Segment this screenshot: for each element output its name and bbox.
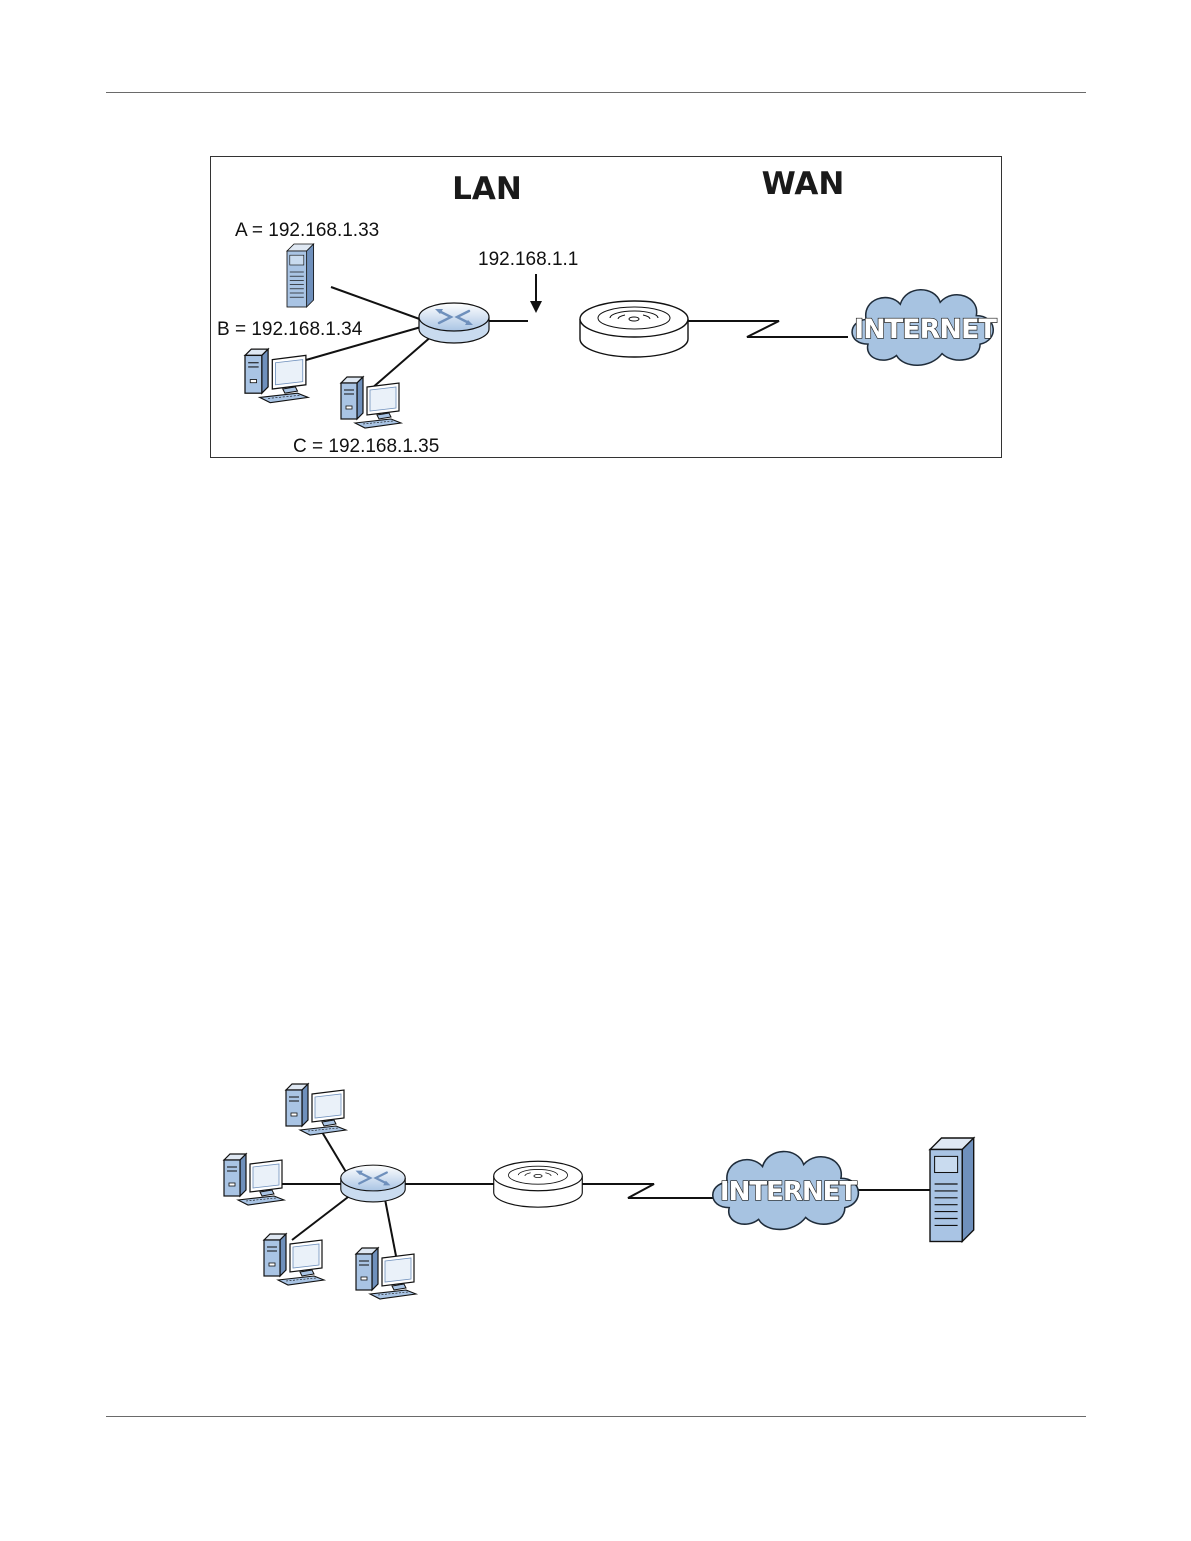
gateway-arrow-icon	[530, 274, 542, 313]
footer-rule	[106, 1416, 1086, 1417]
link-top-pc	[321, 1131, 347, 1173]
internet-label: INTERNET	[854, 314, 997, 345]
lan-links	[280, 1131, 930, 1257]
computer-c-icon	[340, 376, 402, 429]
gateway-ip-label: 192.168.1.1	[478, 249, 578, 270]
lan-links	[298, 286, 528, 390]
header-rule	[106, 92, 1086, 93]
wan-link	[582, 1183, 713, 1199]
internet-label: INTERNET	[720, 1177, 857, 1207]
link-bottom-right-pc	[383, 1193, 397, 1257]
computer-top-icon	[285, 1083, 347, 1136]
link-bottom-left-pc	[291, 1193, 353, 1241]
computer-left-icon	[223, 1153, 285, 1206]
link-b-switch	[298, 326, 422, 363]
computer-bottom-left-icon	[263, 1233, 325, 1286]
internet-server-icon	[929, 1137, 975, 1243]
host-a-label: A = 192.168.1.33	[235, 220, 379, 241]
wan-label: WAN	[762, 166, 845, 202]
internet-cloud-icon: INTERNET	[711, 1150, 860, 1231]
link-a-switch	[330, 286, 426, 322]
access-point-icon	[579, 300, 689, 358]
access-point-icon	[493, 1160, 583, 1208]
lan-label: LAN	[452, 171, 522, 207]
computer-bottom-right-icon	[355, 1247, 417, 1300]
wan-link	[639, 320, 848, 338]
network-topology-diagram: INTERNET	[210, 1070, 1010, 1320]
switch-icon	[339, 1164, 407, 1204]
switch-icon	[417, 301, 491, 345]
link-c-switch	[370, 334, 434, 390]
server-a-icon	[286, 243, 315, 308]
internet-cloud-icon: INTERNET	[851, 288, 999, 367]
host-b-label: B = 192.168.1.34	[217, 319, 363, 340]
host-c-label: C = 192.168.1.35	[293, 436, 439, 457]
lan-wan-addressing-diagram: INTERNET LAN WAN A = 192.168.1.33 B = 19…	[210, 156, 1002, 458]
computer-b-icon	[244, 348, 309, 404]
